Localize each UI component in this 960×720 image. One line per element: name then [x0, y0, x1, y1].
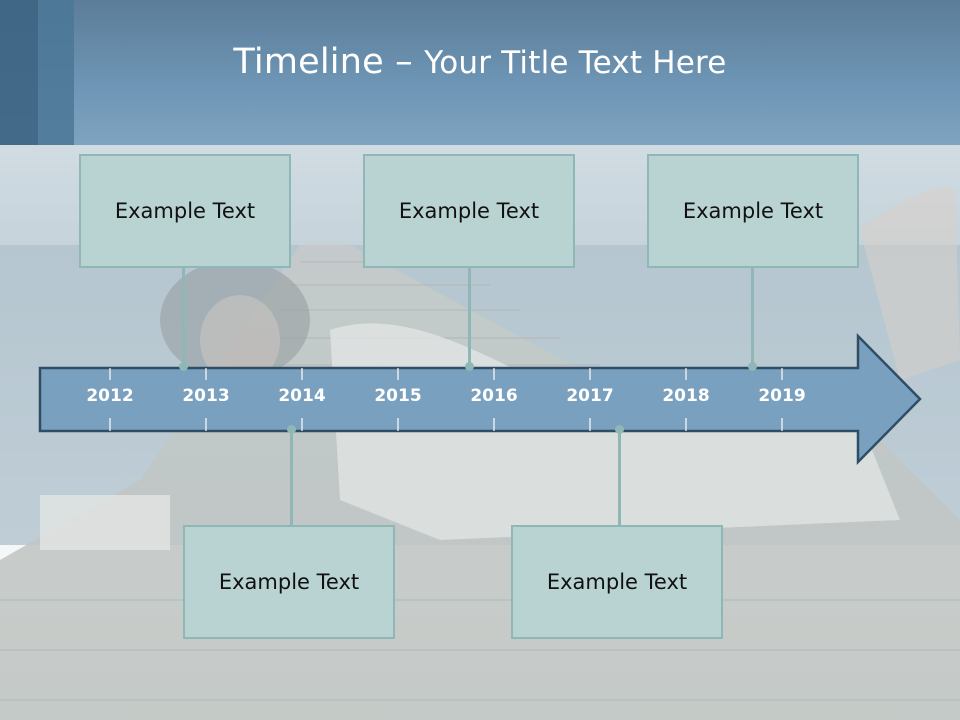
- year-tick-marks: [109, 368, 783, 431]
- year-label: 2017: [566, 386, 614, 406]
- textbox-label: Example Text: [114, 199, 256, 223]
- timeline-textbox-bottom[interactable]: Example Text: [511, 525, 723, 639]
- textbox-label: Example Text: [218, 570, 360, 594]
- year-label: 2015: [374, 386, 422, 406]
- timeline-arrow-shape: [38, 332, 922, 466]
- year-label: 2013: [182, 386, 230, 406]
- year-label: 2019: [758, 386, 806, 406]
- textbox-label: Example Text: [682, 199, 824, 223]
- connector-dot: [179, 362, 188, 371]
- slide-title-sub: Your Title Text Here: [424, 45, 727, 81]
- connector-line: [751, 268, 754, 366]
- textbox-label: Example Text: [546, 570, 688, 594]
- timeline-textbox-top[interactable]: Example Text: [363, 154, 575, 268]
- timeline-textbox-top[interactable]: Example Text: [647, 154, 859, 268]
- textbox-label: Example Text: [398, 199, 540, 223]
- timeline-textbox-top[interactable]: Example Text: [79, 154, 291, 268]
- year-label: 2014: [278, 386, 326, 406]
- connector-dot: [748, 362, 757, 371]
- header-accent-dark: [0, 0, 38, 145]
- timeline-textbox-bottom[interactable]: Example Text: [183, 525, 395, 639]
- year-label: 2018: [662, 386, 710, 406]
- connector-line: [618, 429, 621, 527]
- year-label: 2012: [86, 386, 134, 406]
- header-accent-light: [38, 0, 74, 145]
- slide-title[interactable]: Timeline – Your Title Text Here: [0, 42, 960, 82]
- connector-line: [468, 268, 471, 366]
- title-band: [0, 0, 960, 145]
- connector-line: [182, 268, 185, 366]
- connector-line: [290, 429, 293, 527]
- year-label: 2016: [470, 386, 518, 406]
- slide-title-main: Timeline –: [233, 42, 425, 82]
- connector-dot: [465, 362, 474, 371]
